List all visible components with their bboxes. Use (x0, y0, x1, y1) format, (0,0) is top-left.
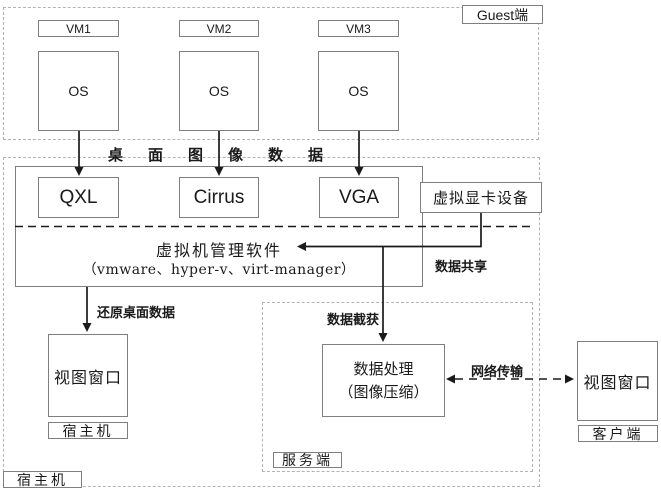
client-view-window-box: 视图窗口 (577, 341, 658, 421)
host-zone-tag: 宿主机 (3, 471, 82, 488)
vm3-os-box: OS (318, 51, 399, 131)
vm-manager-subtitle: （vmware、hyper-v、virt-manager） (82, 262, 356, 278)
desktop-image-data-label: 桌面图像数据 (108, 147, 349, 164)
vm1-os-box: OS (38, 51, 119, 131)
data-capture-label: 数据截获 (327, 312, 380, 327)
virtual-display-device-box: 虚拟显卡设备 (420, 182, 542, 213)
vm2-os-box: OS (179, 51, 259, 131)
cirrus-driver-box: Cirrus (179, 177, 259, 218)
data-processing-line1: 数据处理 (353, 360, 414, 378)
host-view-window-box: 视图窗口 (48, 334, 128, 417)
restore-desktop-label: 还原桌面数据 (97, 305, 176, 320)
server-zone (262, 302, 533, 472)
data-share-label: 数据共享 (435, 259, 488, 274)
vm3-box: VM3 (318, 20, 399, 37)
data-processing-line2: （图像压缩） (338, 383, 429, 401)
host-zone (3, 157, 540, 487)
vm1-box: VM1 (38, 20, 119, 37)
network-transfer-label: 网络传输 (471, 364, 524, 379)
client-zone-tag: 客户端 (578, 425, 658, 442)
arrowhead-network-right (565, 374, 574, 384)
server-zone-tag: 服务端 (273, 452, 342, 468)
guest-zone-tag: Guest端 (462, 5, 543, 24)
qxl-driver-box: QXL (38, 177, 119, 218)
host-view-window-tag: 宿主机 (48, 422, 128, 439)
vm2-box: VM2 (179, 20, 259, 37)
data-processing-box: 数据处理 （图像压缩） (322, 344, 445, 417)
vm-manager-title: 虚拟机管理软件 (155, 243, 282, 260)
guest-zone (3, 7, 539, 140)
vga-driver-box: VGA (319, 177, 399, 218)
